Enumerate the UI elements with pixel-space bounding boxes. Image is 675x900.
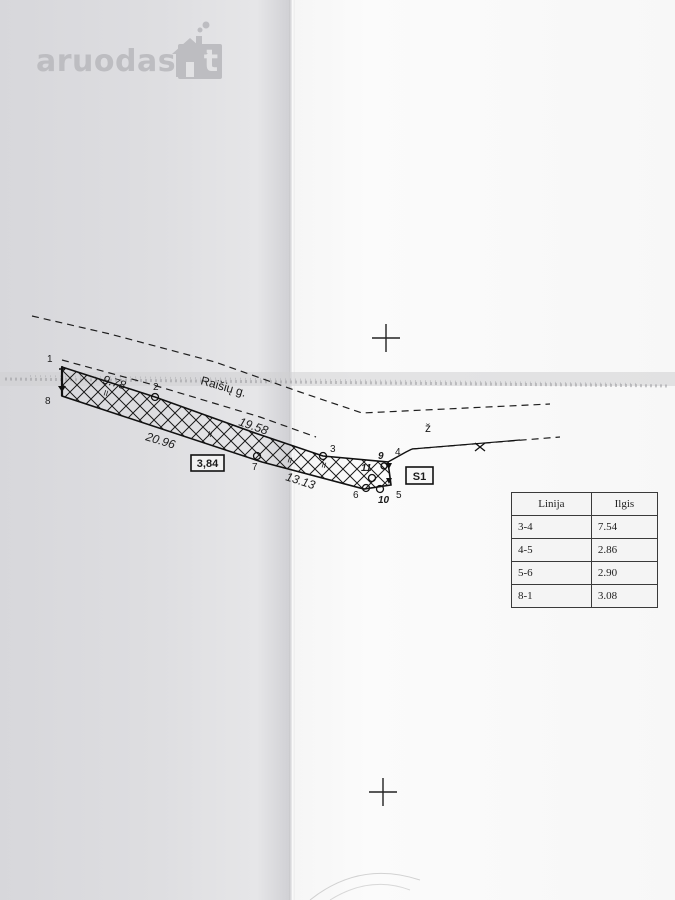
- point-label-10: 10: [378, 495, 390, 506]
- north-letter: ž: [425, 421, 431, 435]
- parcel-outline: [58, 365, 521, 490]
- table-cell-length: 2.86: [590, 538, 659, 562]
- table-cell-length: 2.90: [590, 561, 659, 585]
- line-lengths-table: Linija Ilgis 3-4 7.54 4-5 2.86 5-6 2.90 …: [511, 492, 659, 608]
- edge-length-1-2: 9.78: [101, 372, 128, 392]
- table-row: 3-4 7.54: [511, 515, 659, 539]
- table-row: 5-6 2.90: [511, 561, 659, 585]
- svg-text:II: II: [206, 429, 213, 439]
- table-cell-line: 8-1: [511, 584, 592, 608]
- table-cell-line: 3-4: [511, 515, 592, 539]
- survey-points: [150, 392, 388, 494]
- point-label-4: 4: [395, 447, 401, 458]
- point-label-11: 11: [361, 463, 372, 474]
- table-row: 8-1 3.08: [511, 584, 659, 608]
- svg-text:II: II: [320, 460, 327, 470]
- point-label-6: 6: [353, 490, 359, 501]
- point-label-1: 1: [47, 354, 53, 365]
- hatch-marks: II II II II: [102, 388, 327, 470]
- table-header-line: Linija: [511, 492, 592, 516]
- house-with-smoke-icon: [172, 21, 210, 77]
- table-row: 4-5 2.86: [511, 538, 659, 562]
- crosshair-marks: [369, 324, 400, 806]
- watermark-brand: aruodas: [36, 44, 177, 79]
- area-label-main-box: 3,84: [190, 454, 225, 472]
- point-label-7: 7: [252, 462, 258, 473]
- point-label-3: 3: [330, 444, 336, 455]
- area-label-main: 3,84: [197, 458, 219, 470]
- table-header-row: Linija Ilgis: [511, 492, 659, 516]
- svg-text:II: II: [286, 455, 293, 465]
- point-label-9: 9: [378, 451, 384, 462]
- area-label-secondary-box: S1: [405, 466, 434, 485]
- scan-noise-band: [0, 372, 675, 388]
- point-labels: 1 2 3 4 5 6 7 8 9 10 11: [45, 354, 402, 506]
- stamp-trace: [309, 872, 421, 900]
- table-cell-length: 3.08: [590, 584, 659, 608]
- table-cell-line: 5-6: [511, 561, 592, 585]
- table-cell-line: 4-5: [511, 538, 592, 562]
- point-label-8: 8: [45, 396, 51, 407]
- crosshair-top: [372, 324, 400, 352]
- area-label-secondary: S1: [413, 471, 426, 483]
- point-label-2: 2: [153, 382, 159, 393]
- point-label-5: 5: [396, 490, 402, 501]
- table-header-length: Ilgis: [590, 492, 659, 516]
- svg-text:II: II: [102, 388, 109, 398]
- table-cell-length: 7.54: [590, 515, 659, 539]
- crosshair-bottom: [369, 778, 397, 806]
